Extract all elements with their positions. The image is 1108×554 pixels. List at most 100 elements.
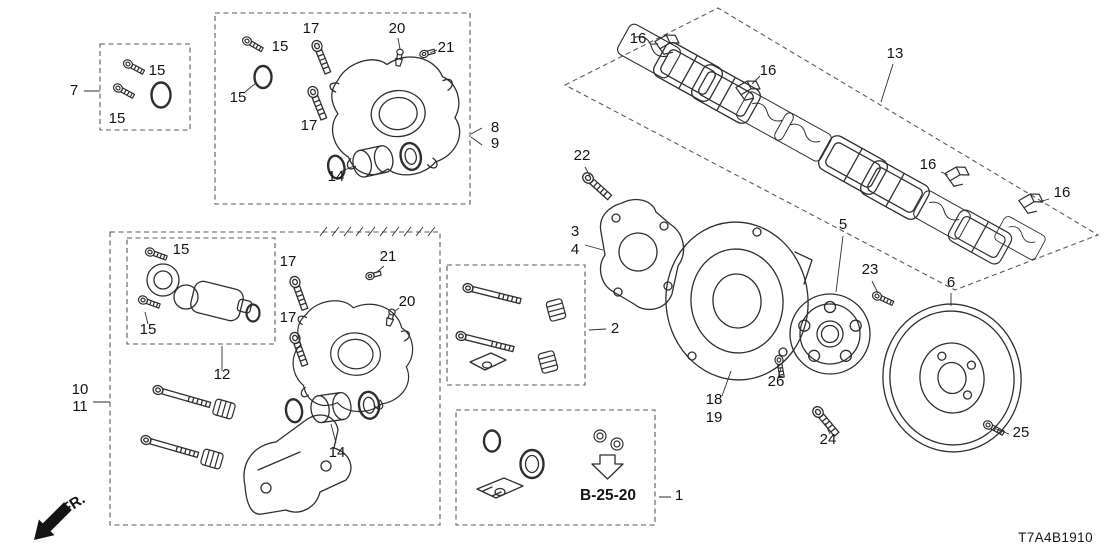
callout-21-b: 21 xyxy=(380,248,397,265)
callout-23: 23 xyxy=(862,261,879,278)
callout-6: 6 xyxy=(947,274,955,291)
group-box-caliper-top xyxy=(214,12,471,205)
piston-and-seals xyxy=(283,386,383,432)
flange-bolt xyxy=(143,246,169,263)
group-box-seal-kit xyxy=(455,409,656,526)
mount-bolt xyxy=(309,38,334,76)
callout-17-c: 17 xyxy=(280,253,297,270)
brake-pad xyxy=(688,61,764,127)
splash-guard xyxy=(665,221,813,381)
mount-bolt xyxy=(287,330,311,368)
shim-plate xyxy=(476,477,524,499)
group-box-caliper-bottom xyxy=(109,231,441,526)
callout-15-c: 15 xyxy=(272,38,289,55)
washer xyxy=(610,437,624,451)
seal-kit-group xyxy=(476,429,624,499)
callout-15-d: 15 xyxy=(230,89,247,106)
washer xyxy=(593,429,607,443)
pad-retainer-clip xyxy=(940,159,972,191)
fr-arrow-icon xyxy=(34,502,72,540)
pin-boot xyxy=(537,349,559,375)
pad-shim xyxy=(992,214,1048,262)
callout-1: 1 xyxy=(675,487,683,504)
bleeder-cap xyxy=(418,47,437,60)
callout-16-d: 16 xyxy=(1054,184,1071,201)
knuckle-bolt xyxy=(579,169,614,202)
fr-direction: FR. xyxy=(34,491,88,540)
callout-15-f: 15 xyxy=(140,321,157,338)
caliper-body xyxy=(289,297,417,416)
flange-bolt xyxy=(111,81,136,101)
hub-bearing xyxy=(789,293,871,375)
pin-boot xyxy=(199,447,225,471)
callout-4: 4 xyxy=(571,241,579,258)
callout-17-d: 17 xyxy=(280,309,297,326)
mount-bolt xyxy=(305,84,330,122)
kit-reference-label: B-25-20 xyxy=(580,487,636,504)
brake-rotor xyxy=(882,303,1022,453)
bleeder-cap xyxy=(364,269,383,282)
o-ring xyxy=(482,429,502,453)
pad-retainer-clip xyxy=(1014,186,1046,218)
diagram-code: T7A4B1910 xyxy=(1018,530,1093,545)
flange-bolt xyxy=(136,294,162,311)
callout-17-a: 17 xyxy=(303,20,320,37)
bolt-kit-group xyxy=(111,57,172,109)
callout-2: 2 xyxy=(611,320,619,337)
callout-26: 26 xyxy=(768,373,785,390)
parking-actuator xyxy=(146,263,261,323)
callout-7: 7 xyxy=(70,82,78,99)
guide-pin xyxy=(454,329,516,354)
callout-25: 25 xyxy=(1013,424,1030,441)
callout-17-b: 17 xyxy=(301,117,318,134)
o-ring xyxy=(253,64,273,90)
callout-15-b: 15 xyxy=(109,110,126,127)
callout-18: 18 xyxy=(706,391,723,408)
pin-boot xyxy=(211,397,237,421)
callout-16-b: 16 xyxy=(760,62,777,79)
callout-3: 3 xyxy=(571,223,579,240)
callout-13: 13 xyxy=(887,45,904,62)
group-box-bolt-kit xyxy=(99,43,191,131)
piston-seal xyxy=(519,448,545,480)
down-arrow-icon xyxy=(591,454,624,480)
guide-pin xyxy=(151,383,212,410)
break-hatch xyxy=(319,226,436,237)
wheel-stud xyxy=(870,289,896,308)
callout-11: 11 xyxy=(72,398,88,415)
callout-20-b: 20 xyxy=(399,293,416,310)
caliper-assembly-bottom xyxy=(136,246,417,515)
hub-bracket xyxy=(599,198,685,311)
group-box-pin-kit xyxy=(446,264,586,386)
flange-bolt xyxy=(121,57,146,77)
caliper-body xyxy=(324,50,467,183)
callout-5: 5 xyxy=(839,216,847,233)
brake-pad-set xyxy=(614,21,1048,268)
brake-pad xyxy=(815,132,891,198)
flange-bolt xyxy=(240,34,265,54)
group-box-actuator xyxy=(126,237,276,345)
o-ring xyxy=(245,303,261,323)
brake-pad xyxy=(945,206,1015,268)
callout-22: 22 xyxy=(574,147,591,164)
callout-21-a: 21 xyxy=(438,39,455,56)
mount-bolt xyxy=(287,274,311,312)
guide-pin xyxy=(461,281,523,306)
pin-kit-group xyxy=(454,281,567,375)
callout-20-a: 20 xyxy=(389,20,406,37)
callout-labels: 7 15 15 15 17 20 21 15 17 14 8 9 16 16 1… xyxy=(70,20,1071,504)
callout-14-a: 14 xyxy=(328,168,345,185)
o-ring xyxy=(150,81,172,109)
shim-plate xyxy=(469,352,507,371)
callout-9: 9 xyxy=(491,135,499,152)
callout-8: 8 xyxy=(491,119,499,136)
pad-shim xyxy=(772,110,834,164)
caliper-assembly-top xyxy=(240,34,467,189)
pin-boot xyxy=(545,297,567,323)
leader-lines xyxy=(84,37,1050,498)
callout-14-b: 14 xyxy=(329,444,346,461)
callout-15-e: 15 xyxy=(173,241,190,258)
callout-16-c: 16 xyxy=(920,156,937,173)
